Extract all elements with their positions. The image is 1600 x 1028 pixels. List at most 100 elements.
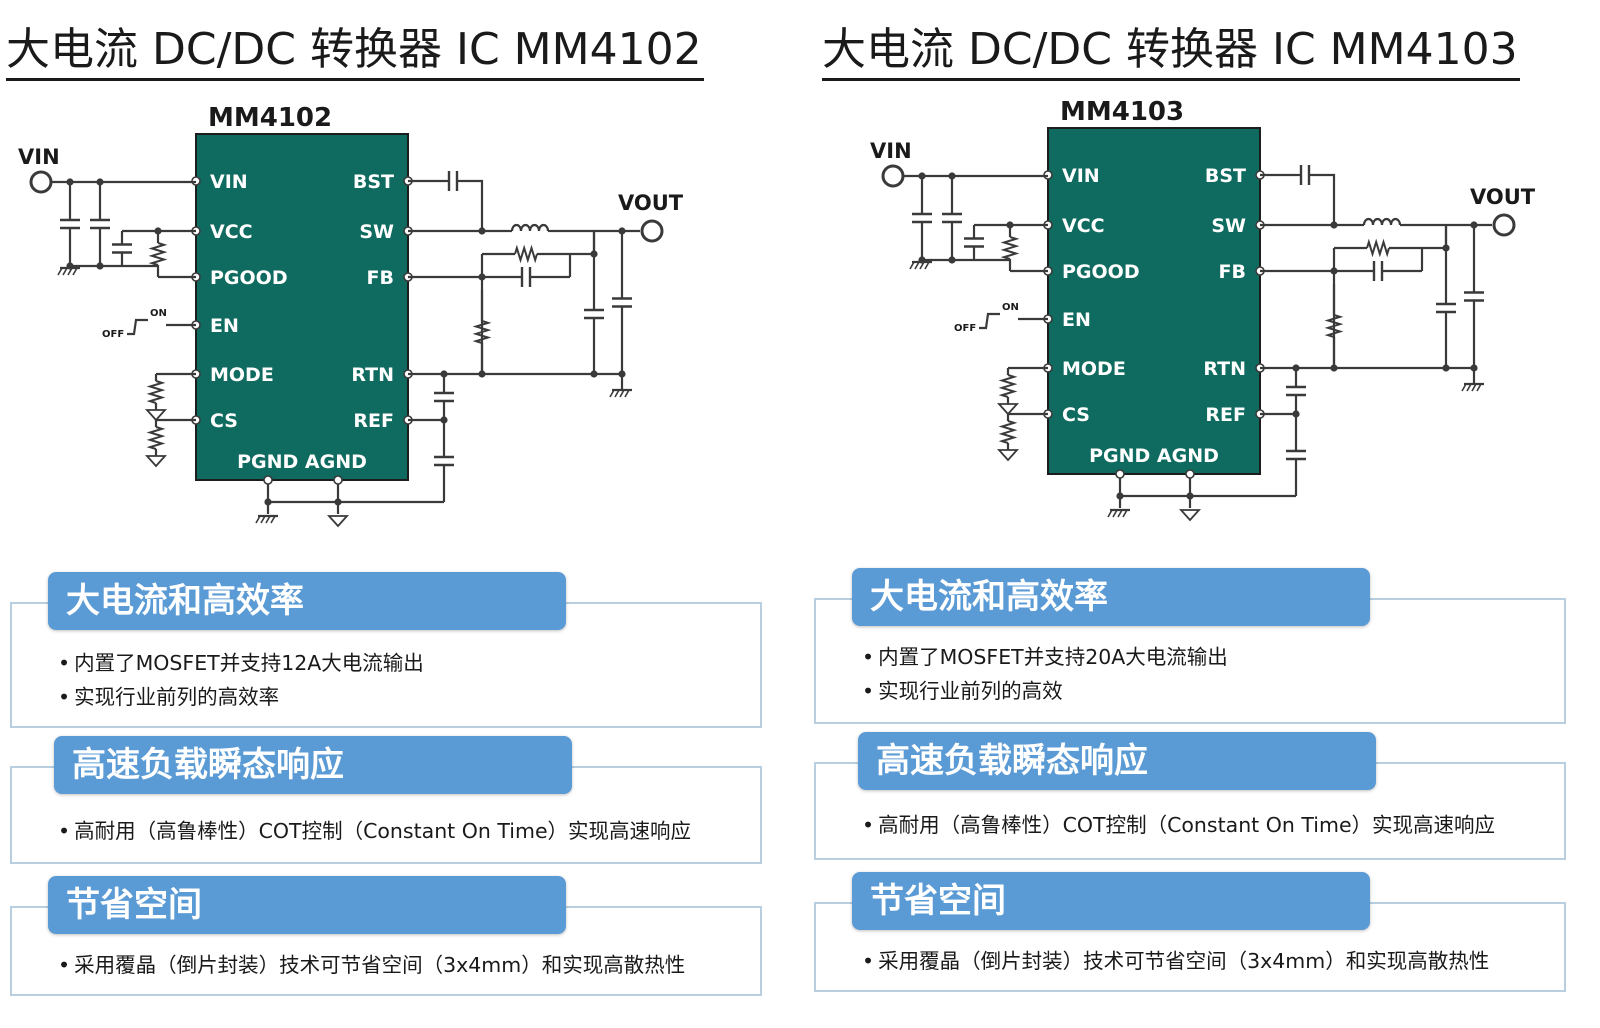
feature-space-saving: 节省空间 采用覆晶（倒片封装）技术可节省空间（3x4mm）和实现高散热性: [10, 876, 762, 996]
chip-pin-label: BST: [353, 171, 394, 193]
feature-heading: 节省空间: [48, 876, 566, 934]
chip-pin-label: BST: [1205, 165, 1246, 187]
ground-hatch: [624, 389, 630, 398]
chip-pin-label: CS: [1062, 404, 1090, 426]
circuit-schematic: MM4102VINVCCPGOODENMODECSBSTSWFBRTNREFPG…: [18, 103, 684, 528]
feature-heading: 高速负载瞬态响应: [54, 736, 572, 794]
chip-pin-label: EN: [1062, 309, 1091, 331]
analog-ground-symbol: [996, 449, 1020, 462]
chip-pin-label: PGOOD: [210, 267, 288, 289]
junction-dot: [478, 370, 486, 378]
ground-hatch: [57, 267, 63, 276]
feature-heading: 高速负载瞬态响应: [858, 732, 1376, 790]
feature-bullets: 高耐用（高鲁棒性）COT控制（Constant On Time）实现高速响应: [862, 808, 1495, 842]
bullet-item: 高耐用（高鲁棒性）COT控制（Constant On Time）实现高速响应: [58, 814, 691, 848]
feature-bullets: 采用覆晶（倒片封装）技术可节省空间（3x4mm）和实现高散热性: [58, 948, 685, 982]
chip-pin-label: MODE: [1062, 358, 1126, 380]
chip-pin-label: MODE: [210, 364, 274, 386]
ground-hatch: [1117, 509, 1123, 518]
feature-bullets: 高耐用（高鲁棒性）COT控制（Constant On Time）实现高速响应: [58, 814, 691, 848]
resistor: [148, 242, 168, 266]
resistor: [998, 420, 1018, 444]
vout-terminal: [640, 219, 664, 243]
ground-hatch: [255, 515, 261, 524]
resistor: [514, 244, 538, 264]
feature-heading: 节省空间: [852, 872, 1370, 930]
chip-body: [1047, 127, 1261, 475]
chip-pin-label: VCC: [1062, 215, 1105, 237]
ground-hatch: [67, 267, 73, 276]
junction-dot: [1330, 364, 1338, 372]
ground-hatch: [909, 261, 915, 270]
chip-pin-label: REF: [1205, 404, 1246, 426]
feature-heading: 大电流和高效率: [48, 572, 566, 630]
wire: [979, 312, 1000, 330]
ground-hatch: [1112, 509, 1118, 518]
resistor: [146, 380, 166, 404]
junction-dot: [590, 370, 598, 378]
ground-hatch: [914, 261, 920, 270]
feature-fast-transient: 高速负载瞬态响应 高耐用（高鲁棒性）COT控制（Constant On Time…: [10, 736, 762, 864]
junction-dot: [1186, 492, 1194, 500]
resistor: [1366, 238, 1390, 258]
vin-label: VIN: [18, 145, 60, 169]
bullet-item: 实现行业前列的高效率: [58, 680, 424, 714]
wire: [1314, 173, 1336, 225]
analog-ground-symbol: [144, 409, 168, 422]
bullet-item: 采用覆晶（倒片封装）技术可节省空间（3x4mm）和实现高散热性: [862, 944, 1489, 978]
analog-ground-symbol: [996, 403, 1020, 416]
ground-hatch: [72, 267, 78, 276]
vin-label: VIN: [870, 139, 912, 163]
ground-hatch: [919, 261, 925, 270]
wire: [127, 318, 148, 336]
switch-on-label: ON: [1002, 302, 1019, 313]
page-title: 大电流 DC/DC 转换器 IC MM4102: [6, 22, 704, 81]
chip-pin-label: PGND AGND: [1089, 445, 1219, 467]
junction-dot: [1442, 364, 1450, 372]
analog-ground-symbol: [1178, 509, 1202, 522]
chip-pin-label: FB: [367, 267, 394, 289]
chip-pin-label: RTN: [1203, 358, 1246, 380]
ground-hatch: [1471, 383, 1477, 392]
inductor: [510, 223, 550, 232]
ground-hatch: [260, 515, 266, 524]
chip-pin-label: PGND AGND: [237, 451, 367, 473]
ground-hatch: [265, 515, 271, 524]
resistor: [146, 426, 166, 450]
vout-label: VOUT: [618, 191, 684, 215]
vin-terminal: [881, 164, 905, 188]
page-title: 大电流 DC/DC 转换器 IC MM4103: [822, 22, 1520, 81]
feature-high-current: 大电流和高效率 内置了MOSFET并支持20A大电流输出 实现行业前列的高效: [814, 568, 1566, 724]
ground-hatch: [1122, 509, 1128, 518]
feature-space-saving: 节省空间 采用覆晶（倒片封装）技术可节省空间（3x4mm）和实现高散热性: [814, 872, 1566, 992]
junction-dot: [96, 262, 104, 270]
ground-hatch: [1461, 383, 1467, 392]
circuit-schematic: MM4103VINVCCPGOODENMODECSBSTSWFBRTNREFPG…: [870, 97, 1536, 522]
bullet-item: 内置了MOSFET并支持20A大电流输出: [862, 640, 1228, 674]
junction-dot: [478, 227, 486, 235]
wire: [462, 179, 484, 231]
feature-bullets: 内置了MOSFET并支持20A大电流输出 实现行业前列的高效: [862, 640, 1228, 708]
analog-ground-symbol: [326, 515, 350, 528]
junction-dot: [1116, 492, 1124, 500]
ground-hatch: [62, 267, 68, 276]
vin-terminal: [29, 170, 53, 194]
chip-pin-label: VIN: [1062, 165, 1100, 187]
ground-hatch: [270, 515, 276, 524]
pin-connector: [1185, 469, 1195, 479]
chip-pin-label: CS: [210, 410, 238, 432]
feature-bullets: 采用覆晶（倒片封装）技术可节省空间（3x4mm）和实现高散热性: [862, 944, 1489, 978]
resistor: [1000, 236, 1020, 260]
chip-pin-label: VIN: [210, 171, 248, 193]
bullet-item: 实现行业前列的高效: [862, 674, 1228, 708]
wire: [570, 231, 596, 256]
junction-dot: [334, 498, 342, 506]
resistor: [998, 374, 1018, 398]
ground-hatch: [1476, 383, 1482, 392]
switch-off-label: OFF: [954, 323, 976, 334]
junction-dot: [264, 498, 272, 506]
chip-pin-label: EN: [210, 315, 239, 337]
vout-terminal: [1492, 213, 1516, 237]
